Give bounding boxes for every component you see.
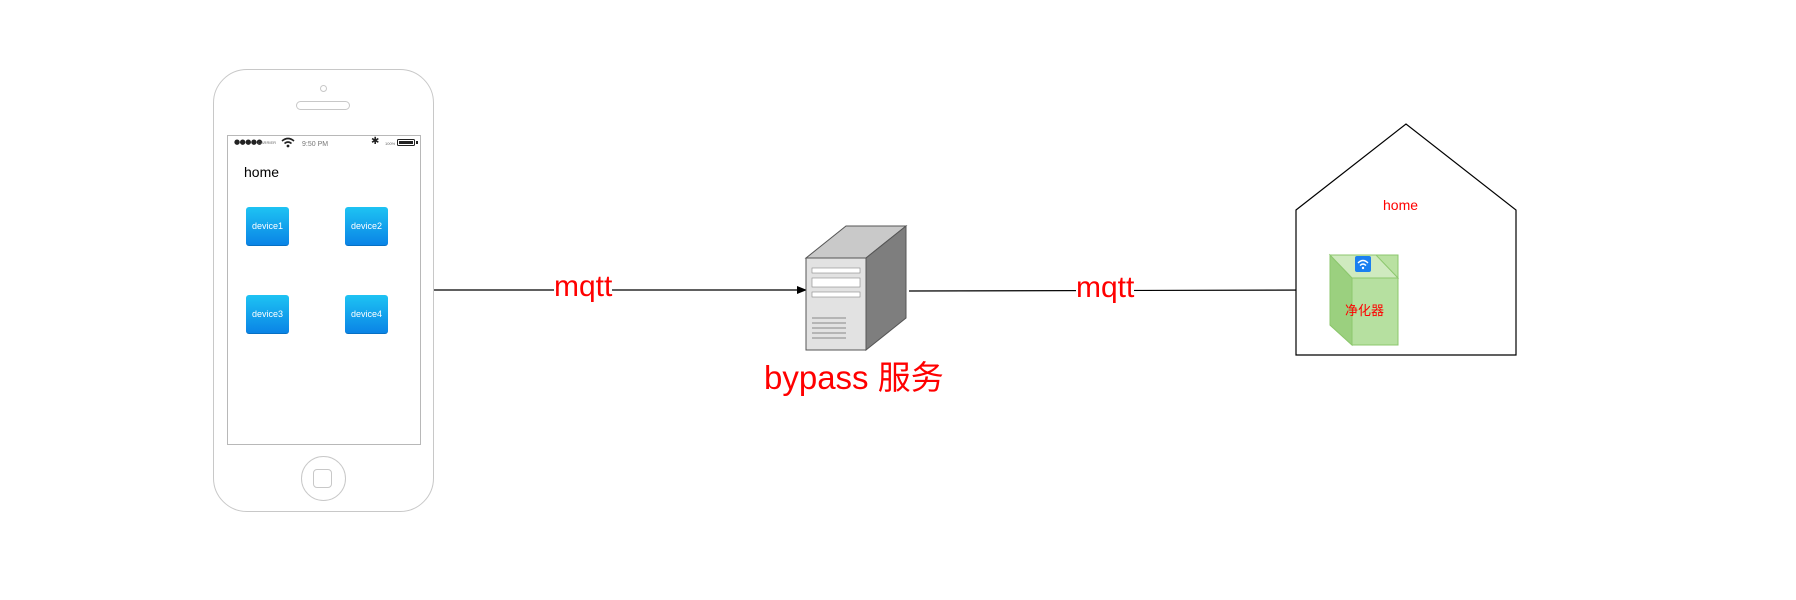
status-wifi-icon xyxy=(281,137,295,148)
phone-screen xyxy=(227,135,421,445)
wifi-icon xyxy=(1355,256,1371,272)
server-label: bypass 服务 xyxy=(764,359,944,396)
battery-tip xyxy=(416,141,418,144)
status-time: 9:50 PM xyxy=(302,141,329,148)
battery-icon xyxy=(397,139,415,146)
mqtt-label-left: mqtt xyxy=(554,270,613,303)
status-bar: ●●●●● CARRIER 9:50 PM ✱ 100% xyxy=(228,136,420,152)
bluetooth-icon: ✱ xyxy=(371,136,380,147)
phone-camera xyxy=(320,85,327,92)
battery-percent: 100% xyxy=(385,141,396,146)
carrier-label: CARRIER xyxy=(258,140,277,145)
phone-speaker xyxy=(296,101,350,110)
device3-button[interactable]: device3 xyxy=(246,295,289,334)
purifier-label: 净化器 xyxy=(1345,303,1385,318)
app-title: home xyxy=(244,164,280,180)
purifier-icon xyxy=(1328,253,1400,347)
signal-icon: ●●●●● xyxy=(234,138,263,146)
device4-button[interactable]: device4 xyxy=(345,295,388,334)
phone-home-button xyxy=(301,456,346,501)
house-label: home xyxy=(1383,197,1419,213)
mqtt-label-right: mqtt xyxy=(1076,271,1135,304)
phone-home-button-square xyxy=(313,469,332,488)
house-icon xyxy=(1295,123,1517,356)
device1-button[interactable]: device1 xyxy=(246,207,289,246)
device2-button[interactable]: device2 xyxy=(345,207,388,246)
server-icon xyxy=(804,224,908,352)
